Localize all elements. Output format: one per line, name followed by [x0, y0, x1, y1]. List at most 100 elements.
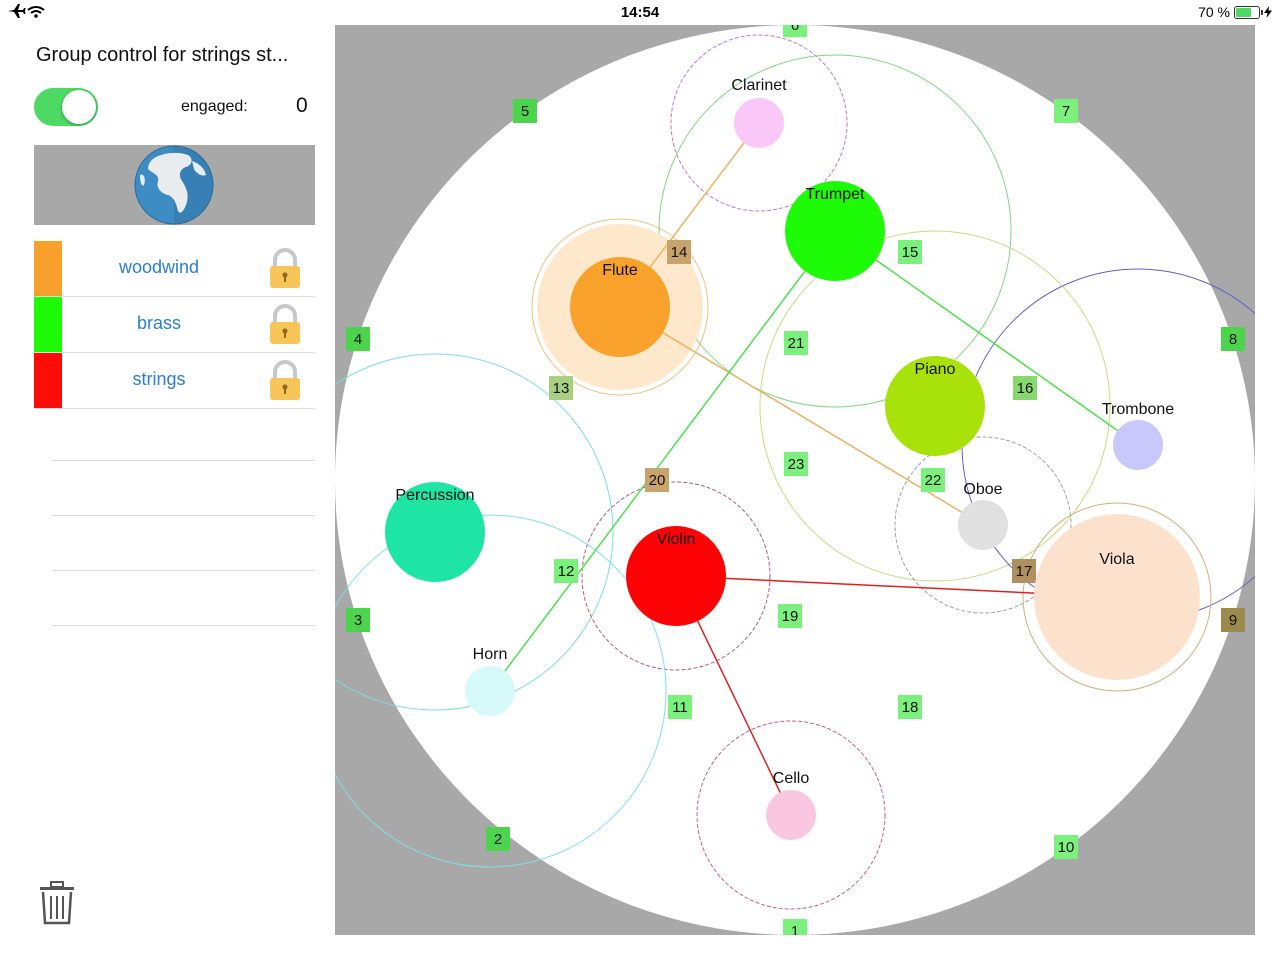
instrument-cello[interactable]: Cello [766, 770, 816, 840]
list-separator [52, 460, 315, 461]
speaker-18[interactable]: 18 [898, 695, 922, 719]
speaker-8[interactable]: 8 [1221, 327, 1245, 351]
range-circle-flute [531, 218, 709, 396]
speaker-label: 17 [1016, 563, 1033, 580]
instrument-node[interactable] [785, 181, 885, 281]
list-separator [52, 570, 315, 571]
speaker-box [784, 452, 808, 476]
instrument-trombone[interactable]: Trombone [1102, 401, 1174, 470]
speaker-label: 22 [925, 472, 942, 489]
instrument-node[interactable] [885, 356, 985, 456]
speaker-9[interactable]: 9 [1221, 608, 1245, 632]
speaker-1[interactable]: 1 [783, 919, 807, 935]
speaker-label: 16 [1017, 380, 1034, 397]
speaker-label: 14 [671, 244, 688, 261]
speaker-box [346, 327, 370, 351]
speaker-box [783, 25, 807, 37]
lock-icon[interactable] [268, 359, 302, 401]
speaker-7[interactable]: 7 [1054, 99, 1078, 123]
speaker-17[interactable]: 17 [1012, 559, 1036, 583]
speaker-box [645, 468, 669, 492]
instrument-node[interactable] [1034, 514, 1200, 680]
charging-bolt-icon [1264, 6, 1272, 18]
instrument-node[interactable] [570, 257, 670, 357]
battery-percent: 70 % [1198, 4, 1230, 20]
battery-icon [1234, 5, 1263, 19]
speaker-box [667, 240, 691, 264]
speaker-10[interactable]: 10 [1054, 835, 1078, 859]
group-name: woodwind [118, 257, 200, 277]
speaker-13[interactable]: 13 [549, 376, 573, 400]
speaker-label: 11 [672, 699, 688, 716]
instrument-clarinet[interactable]: Clarinet [731, 77, 787, 148]
speaker-box [1013, 376, 1037, 400]
speaker-label: 7 [1062, 103, 1070, 120]
speaker-label: 21 [788, 335, 805, 352]
speaker-4[interactable]: 4 [346, 327, 370, 351]
speaker-box [549, 376, 573, 400]
speaker-label: 20 [649, 472, 666, 489]
speaker-label: 3 [354, 612, 362, 629]
instrument-label: Cello [773, 770, 810, 787]
speaker-3[interactable]: 3 [346, 608, 370, 632]
instrument-viola[interactable]: Viola [1034, 514, 1200, 680]
speaker-label: 13 [553, 380, 570, 397]
speaker-12[interactable]: 12 [554, 559, 578, 583]
instrument-node[interactable] [1113, 420, 1163, 470]
instrument-horn[interactable]: Horn [465, 646, 515, 716]
instrument-trumpet[interactable]: Trumpet [785, 181, 885, 281]
speaker-23[interactable]: 23 [784, 452, 808, 476]
instrument-label: Trombone [1102, 401, 1174, 418]
range-circle-oboe [894, 436, 1072, 614]
instrument-oboe[interactable]: Oboe [958, 481, 1008, 550]
speaker-6[interactable]: 6 [783, 25, 807, 37]
speaker-box [486, 827, 510, 851]
status-left [6, 2, 50, 25]
group-row-woodwind[interactable]: woodwind [34, 241, 315, 297]
speaker-2[interactable]: 2 [486, 827, 510, 851]
speaker-15[interactable]: 15 [898, 240, 922, 264]
instrument-violin[interactable]: Violin [626, 526, 726, 626]
trash-icon[interactable] [38, 881, 76, 925]
instrument-node[interactable] [734, 98, 784, 148]
speaker-19[interactable]: 19 [778, 604, 802, 628]
speaker-label: 12 [558, 563, 575, 580]
instrument-label: Horn [473, 646, 508, 663]
speaker-21[interactable]: 21 [784, 331, 808, 355]
speaker-box [1221, 608, 1245, 632]
speaker-11[interactable]: 11 [668, 695, 692, 719]
speaker-14[interactable]: 14 [667, 240, 691, 264]
instrument-label: Piano [915, 361, 956, 378]
group-row-brass[interactable]: brass [34, 297, 315, 353]
speaker-22[interactable]: 22 [921, 468, 945, 492]
group-color-swatch [34, 297, 62, 352]
instrument-label: Violin [657, 531, 696, 548]
instrument-node[interactable] [766, 790, 816, 840]
group-color-swatch [34, 353, 62, 408]
instrument-node[interactable] [385, 482, 485, 582]
lock-icon[interactable] [268, 247, 302, 289]
instrument-node[interactable] [465, 666, 515, 716]
globe-button[interactable] [34, 145, 315, 225]
instrument-node[interactable] [958, 500, 1008, 550]
instrument-piano[interactable]: Piano [885, 356, 985, 456]
speaker-label: 4 [354, 331, 362, 348]
lock-icon[interactable] [268, 303, 302, 345]
instrument-flute[interactable]: Flute [570, 257, 670, 357]
speaker-16[interactable]: 16 [1013, 376, 1037, 400]
instrument-percussion[interactable]: Percussion [385, 482, 485, 582]
group-list: woodwind brass strings [34, 241, 315, 409]
range-circle-viola [1022, 502, 1212, 692]
speaker-20[interactable]: 20 [645, 468, 669, 492]
instrument-label: Flute [602, 262, 638, 279]
instrument-node[interactable] [626, 526, 726, 626]
engaged-label: engaged: [181, 98, 248, 115]
speaker-5[interactable]: 5 [513, 99, 537, 123]
group-name: brass [136, 313, 181, 333]
range-circle-horn [335, 514, 667, 868]
speaker-label: 18 [902, 699, 919, 716]
engage-toggle[interactable] [34, 88, 98, 126]
group-row-strings[interactable]: strings [34, 353, 315, 409]
